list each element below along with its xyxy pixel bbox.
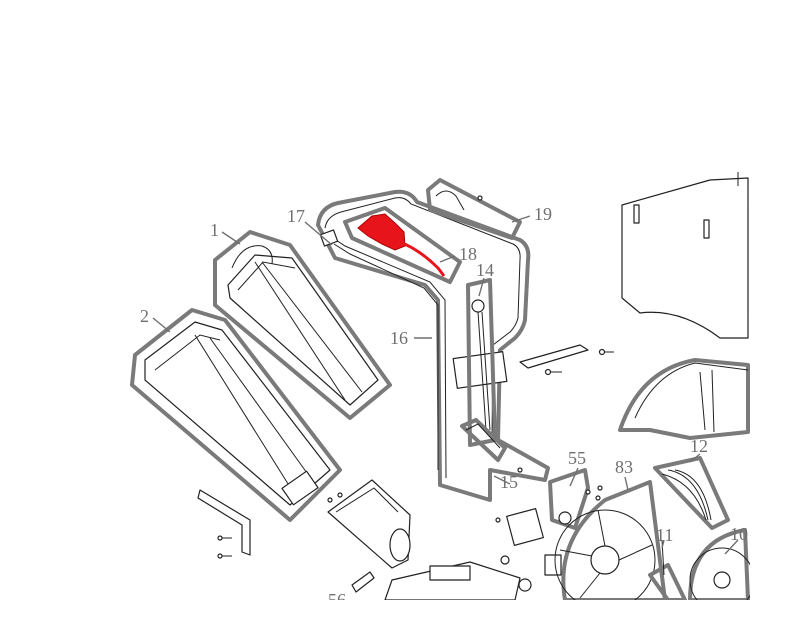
part-83-fan-cover — [554, 480, 667, 611]
leader-lines — [152, 215, 739, 555]
bottom-crop — [0, 600, 800, 640]
callout-16: 16 — [390, 328, 408, 348]
part-56-fastener — [351, 571, 375, 593]
part-12-clip-group — [653, 456, 730, 530]
callout-15: 15 — [500, 472, 518, 492]
part-55-bracket — [548, 468, 590, 530]
right-crop — [750, 0, 800, 640]
lower-left-bracket — [197, 489, 251, 559]
part-19-cable-bracket — [426, 178, 522, 240]
callout-1: 1 — [210, 220, 219, 240]
collection-bag-housing — [621, 172, 749, 339]
callout-83: 83 — [615, 457, 633, 477]
callout-12: 12 — [690, 436, 708, 456]
part-1-hopper — [213, 230, 392, 420]
callout-18: 18 — [459, 244, 477, 264]
part-2-hopper — [130, 308, 342, 522]
part-15-bracket — [460, 418, 507, 462]
engine-housing — [384, 508, 562, 601]
part-17-18-highlighted-control — [319, 206, 462, 284]
callout-2: 2 — [140, 306, 149, 326]
callout-55: 55 — [568, 448, 586, 468]
callout-14: 14 — [476, 260, 494, 280]
right-cover-panel — [618, 358, 750, 440]
callout-17: 17 — [287, 206, 305, 226]
callout-10: 10 — [730, 524, 748, 544]
discharge-chute — [327, 479, 411, 569]
callout-11: 11 — [656, 525, 673, 545]
part-11-bolt-set — [648, 539, 687, 602]
callout-19: 19 — [534, 204, 552, 224]
side-rail-bracket — [519, 344, 614, 376]
loose-fasteners — [327, 467, 603, 523]
